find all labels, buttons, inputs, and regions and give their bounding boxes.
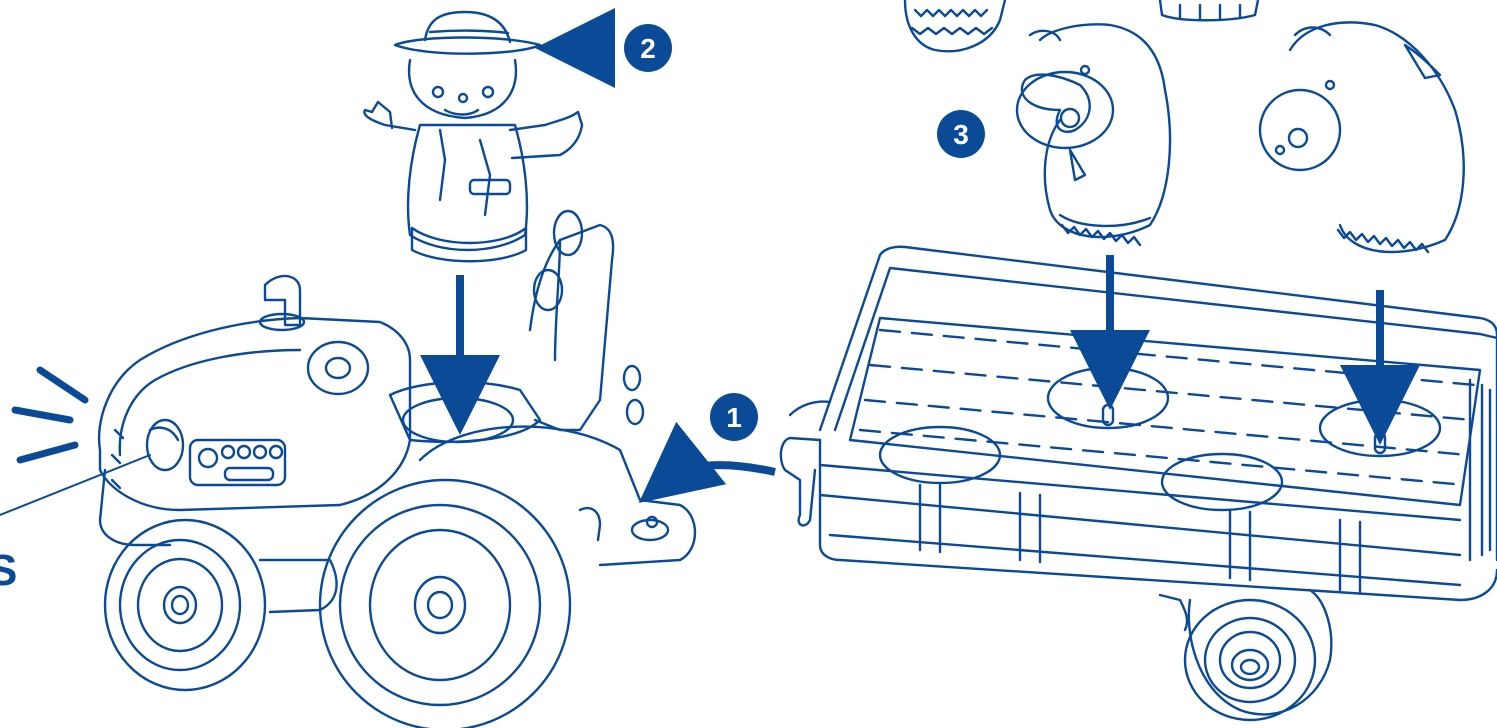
farmer-figure bbox=[364, 12, 582, 261]
svg-text:1: 1 bbox=[726, 402, 742, 433]
step-badge-3: 3 bbox=[937, 110, 985, 158]
arrow-hitch bbox=[670, 465, 775, 478]
cow-figure-left bbox=[1017, 24, 1170, 245]
tractor-front-wheel bbox=[105, 520, 265, 690]
hay-wagon bbox=[781, 247, 1497, 720]
svg-text:2: 2 bbox=[640, 33, 656, 64]
cropped-label-letter: S bbox=[0, 546, 17, 595]
tractor-rear-wheel bbox=[320, 480, 570, 728]
step-badge-2: 2 bbox=[624, 24, 672, 72]
arrows bbox=[460, 48, 1380, 478]
tractor bbox=[99, 211, 695, 728]
svg-text:3: 3 bbox=[953, 119, 969, 150]
step-badge-1: 1 bbox=[710, 393, 758, 441]
light-burst-icon bbox=[15, 370, 85, 460]
cow-figure-right bbox=[1260, 22, 1464, 252]
tractor-seat-hole bbox=[403, 398, 513, 442]
wagon-hole-1 bbox=[1048, 368, 1168, 428]
hitch-hole bbox=[632, 520, 668, 540]
wagon-wheel bbox=[1185, 590, 1331, 720]
leader-line bbox=[0, 455, 150, 515]
